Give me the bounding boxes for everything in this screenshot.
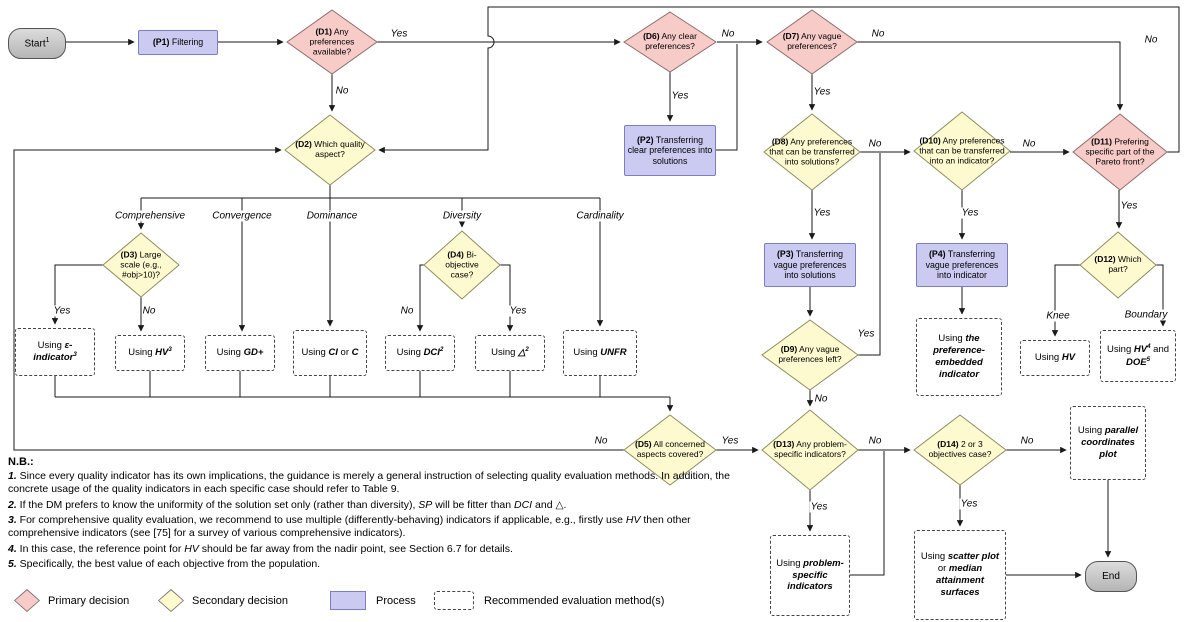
decision-d5: (D5) All concerned aspects covered?	[635, 439, 705, 459]
edge-label-d5-no: No	[593, 435, 609, 447]
edge-label-d8-yes: Yes	[812, 207, 832, 219]
footnotes: N.B.: 1. Since every quality indicator h…	[8, 456, 748, 574]
legend-recommended-label: Recommended evaluation method(s)	[484, 595, 665, 607]
method-ci-or-c: Using CI or C	[293, 330, 367, 376]
aspect-label-convergence: Convergence	[211, 210, 273, 222]
legend-primary-label: Primary decision	[48, 595, 130, 607]
decision-d3: (D3) Large scale (e.g., #obj>10)?	[120, 249, 162, 279]
edge-label-d3-no: No	[141, 305, 157, 317]
decision-d11: (D11) Prefering specific part of the Par…	[1085, 136, 1155, 166]
edge-label-d13-no: No	[867, 435, 883, 447]
d4-diamond-shape	[423, 230, 501, 300]
d3-diamond-shape	[102, 232, 180, 298]
method-epsilon-indicator: Using ε-indicator3	[15, 328, 95, 376]
edge-label-d3-yes: Yes	[52, 305, 72, 317]
note-1: 1. Since every quality indicator has its…	[8, 470, 730, 496]
edge-label-d4-no: No	[399, 305, 415, 317]
d9-diamond-shape	[761, 319, 859, 391]
method-triangle: Using △2	[475, 335, 545, 371]
edge-label-d11-yes: Yes	[1119, 200, 1139, 212]
method-parallel-coordinates: Using parallel coordinates plot	[1070, 406, 1146, 480]
d2-diamond-shape	[284, 114, 376, 186]
process-p4: (P4) Transferring vague preferences into…	[916, 243, 1008, 287]
terminal-start: Start1	[8, 28, 66, 59]
d6-diamond-shape	[623, 11, 717, 73]
note-2: 2. If the DM prefers to know the uniform…	[8, 498, 567, 511]
method-preference-embedded: Using the preference-embedded indicator	[916, 318, 1002, 396]
edge-label-d10-no: No	[1021, 138, 1037, 150]
decision-d12: (D12) Which part?	[1094, 254, 1142, 274]
decision-d7: (D7) Any vague preferences?	[782, 31, 842, 51]
edge-label-d1-no: No	[334, 85, 350, 97]
method-problem-specific: Using problem-specific indicators	[770, 535, 850, 616]
aspect-label-comprehensive: Comprehensive	[113, 210, 187, 222]
note-4: 4. In this case, the reference point for…	[8, 542, 513, 555]
edge-label-d4-yes: Yes	[508, 305, 528, 317]
process-p2: (P2) Transferring clear preferences into…	[624, 125, 716, 176]
method-scatter-attainment: Using scatter plot or median attainment …	[914, 530, 1006, 620]
edge-label-d5-yes: Yes	[720, 435, 740, 447]
aspect-label-diversity: Diversity	[441, 210, 483, 222]
edge-label-d11-no: No	[1143, 34, 1159, 46]
method-hv3: Using HV3	[115, 335, 185, 371]
note-5: 5. Specifically, the best value of each …	[8, 558, 321, 571]
edge-label-boundary: Boundary	[1123, 309, 1169, 321]
d1-diamond-shape	[286, 9, 378, 75]
edge-label-d6-no: No	[720, 28, 736, 40]
decision-d10: (D10) Any preferences that can be transf…	[919, 135, 1005, 165]
legend-secondary-label: Secondary decision	[192, 595, 289, 607]
decision-d2: (D2) Which quality aspect?	[295, 139, 365, 159]
decision-d8: (D8) Any preferences that can be transfe…	[769, 136, 855, 166]
d7-diamond-shape	[766, 9, 858, 75]
d10-diamond-shape	[913, 111, 1011, 191]
method-gd-plus: Using GD+	[205, 335, 275, 371]
decision-d9: (D9) Any vague preferences left?	[778, 344, 842, 364]
edge-label-d9-no: No	[813, 393, 829, 405]
decision-d1: (D1) Any preferences available?	[309, 26, 355, 56]
legend-secondary-swatch	[158, 589, 184, 612]
method-hv: Using HV	[1020, 340, 1090, 376]
edge-label-d14-no: No	[1019, 435, 1035, 447]
decision-d13: (D13) Any problem-specific indicators?	[773, 439, 847, 459]
method-dci: Using DCI2	[385, 335, 455, 371]
note-3: 3. For comprehensive quality evaluation,…	[8, 514, 691, 540]
d12-diamond-shape	[1079, 231, 1157, 299]
edge-label-d9-yes: Yes	[856, 328, 876, 340]
legend-process-swatch	[330, 591, 366, 610]
d14-diamond-shape	[913, 414, 1007, 486]
method-unfr: Using UNFR	[563, 330, 637, 376]
edge-label-d13-yes: Yes	[809, 501, 829, 513]
edge-label-d7-yes: Yes	[812, 86, 832, 98]
edge-label-d1-yes: Yes	[389, 28, 409, 40]
d13-diamond-shape	[761, 409, 859, 491]
d8-diamond-shape	[763, 113, 861, 191]
edge-label-d8-no: No	[867, 138, 883, 150]
legend-process-label: Process	[376, 595, 416, 607]
d5-diamond-shape	[623, 414, 717, 486]
terminal-end: End	[1085, 561, 1137, 592]
decision-d6: (D6) Any clear preferences?	[643, 31, 697, 51]
edge-label-d7-no: No	[870, 28, 886, 40]
decision-d14: (D14) 2 or 3 objectives case?	[928, 439, 992, 459]
shapes-layer	[102, 9, 1168, 491]
edge-label-d6-yes: Yes	[670, 90, 690, 102]
edge-label-d10-yes: Yes	[960, 207, 980, 219]
method-hv-and-doe: Using HV4 and DOE5	[1100, 330, 1176, 382]
decision-d4: (D4) Bi-objective case?	[445, 249, 479, 279]
d11-diamond-shape	[1072, 113, 1168, 191]
aspect-label-cardinality: Cardinality	[575, 210, 625, 222]
aspect-label-dominance: Dominance	[305, 210, 359, 222]
edge-label-knee: Knee	[1045, 310, 1071, 322]
edge-label-d14-yes: Yes	[959, 498, 979, 510]
process-p3: (P3) Transferring vague preferences into…	[764, 243, 856, 287]
legend-primary-swatch	[14, 589, 40, 612]
footnotes-title: N.B.:	[8, 456, 34, 468]
process-p1: (P1) Filtering	[138, 30, 218, 55]
legend-recommended-swatch	[434, 591, 474, 610]
